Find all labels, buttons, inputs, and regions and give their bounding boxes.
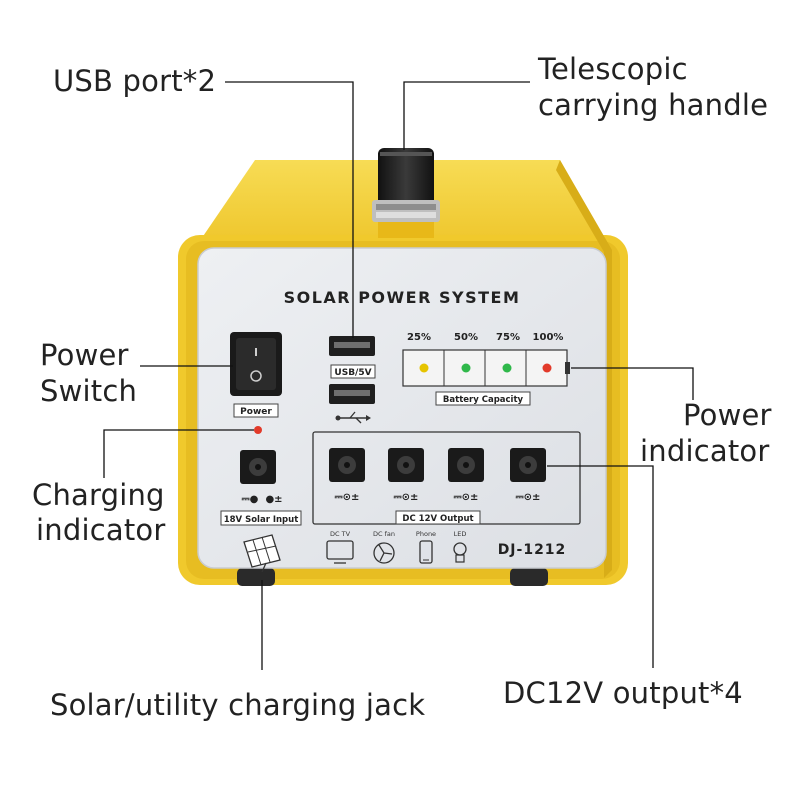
usb-port-bottom[interactable] [329,384,375,404]
usb-symbol-icon [335,411,371,424]
handle [372,148,440,238]
leader-lines [103,81,694,670]
callout-usb-port: USB port*2 [53,64,217,98]
power-label: Power [240,407,272,417]
dc-output-label: DC 12V Output [402,514,473,524]
svg-text:⎓⊙±: ⎓⊙± [335,492,360,503]
polarity-icon: ⎓● ●± [242,494,283,505]
solar-panel-icon [243,534,281,573]
dc-polarity-icons: ⎓⊙± ⎓⊙± ⎓⊙± ⎓⊙± [335,492,541,503]
callout-charging-indicator-line2: indicator [36,513,166,547]
callout-charging-indicator-line1: Charging [32,478,165,512]
battery-level-75: 75% [496,332,520,343]
tv-icon [326,540,354,564]
front-panel [197,247,607,569]
solar-input-label: 18V Solar Input [224,515,299,525]
panel-title: SOLAR POWER SYSTEM [284,288,521,307]
dc-output-jack-1[interactable] [329,448,365,482]
dc-output-jack-4[interactable] [510,448,546,482]
battery-level-25: 25% [407,332,431,343]
device-label-fan: DC fan [373,530,395,538]
svg-text:⎓●: ⎓● [242,494,259,505]
svg-text:⎓⊙±: ⎓⊙± [516,492,541,503]
device-label-led: LED [454,530,467,538]
svg-text:●±: ●± [265,494,282,505]
callout-power-switch-line1: Power [40,338,129,372]
svg-text:⎓⊙±: ⎓⊙± [454,492,479,503]
fan-icon [373,542,395,564]
model-number: DJ-1212 [498,542,567,558]
battery-capacity-label: Battery Capacity [443,395,524,405]
phone-icon [419,540,433,564]
power-switch[interactable] [230,332,282,396]
usb-port-top[interactable] [329,336,375,356]
callout-power-indicator-line2: indicator [640,434,770,468]
callout-power-switch-line2: Switch [40,374,138,408]
solar-input-jack[interactable] [240,450,276,484]
callout-dc-output: DC12V output*4 [503,676,743,710]
device-label-phone: Phone [416,530,436,538]
callout-power-indicator-line1: Power [683,398,772,432]
dc-output-jack-2[interactable] [388,448,424,482]
device-label-tv: DC TV [330,530,351,538]
callout-solar-jack: Solar/utility charging jack [50,688,426,722]
charging-indicator-led [254,426,262,434]
feet [237,568,548,586]
battery-indicator-panel [402,349,570,387]
callout-handle-line1: Telescopic [538,52,688,86]
battery-level-100: 100% [533,332,564,343]
callout-handle-line2: carrying handle [538,88,769,122]
battery-level-50: 50% [454,332,478,343]
usb-label: USB/5V [334,368,371,378]
svg-text:⎓⊙±: ⎓⊙± [394,492,419,503]
dc-output-jack-3[interactable] [448,448,484,482]
bulb-icon [453,542,467,563]
